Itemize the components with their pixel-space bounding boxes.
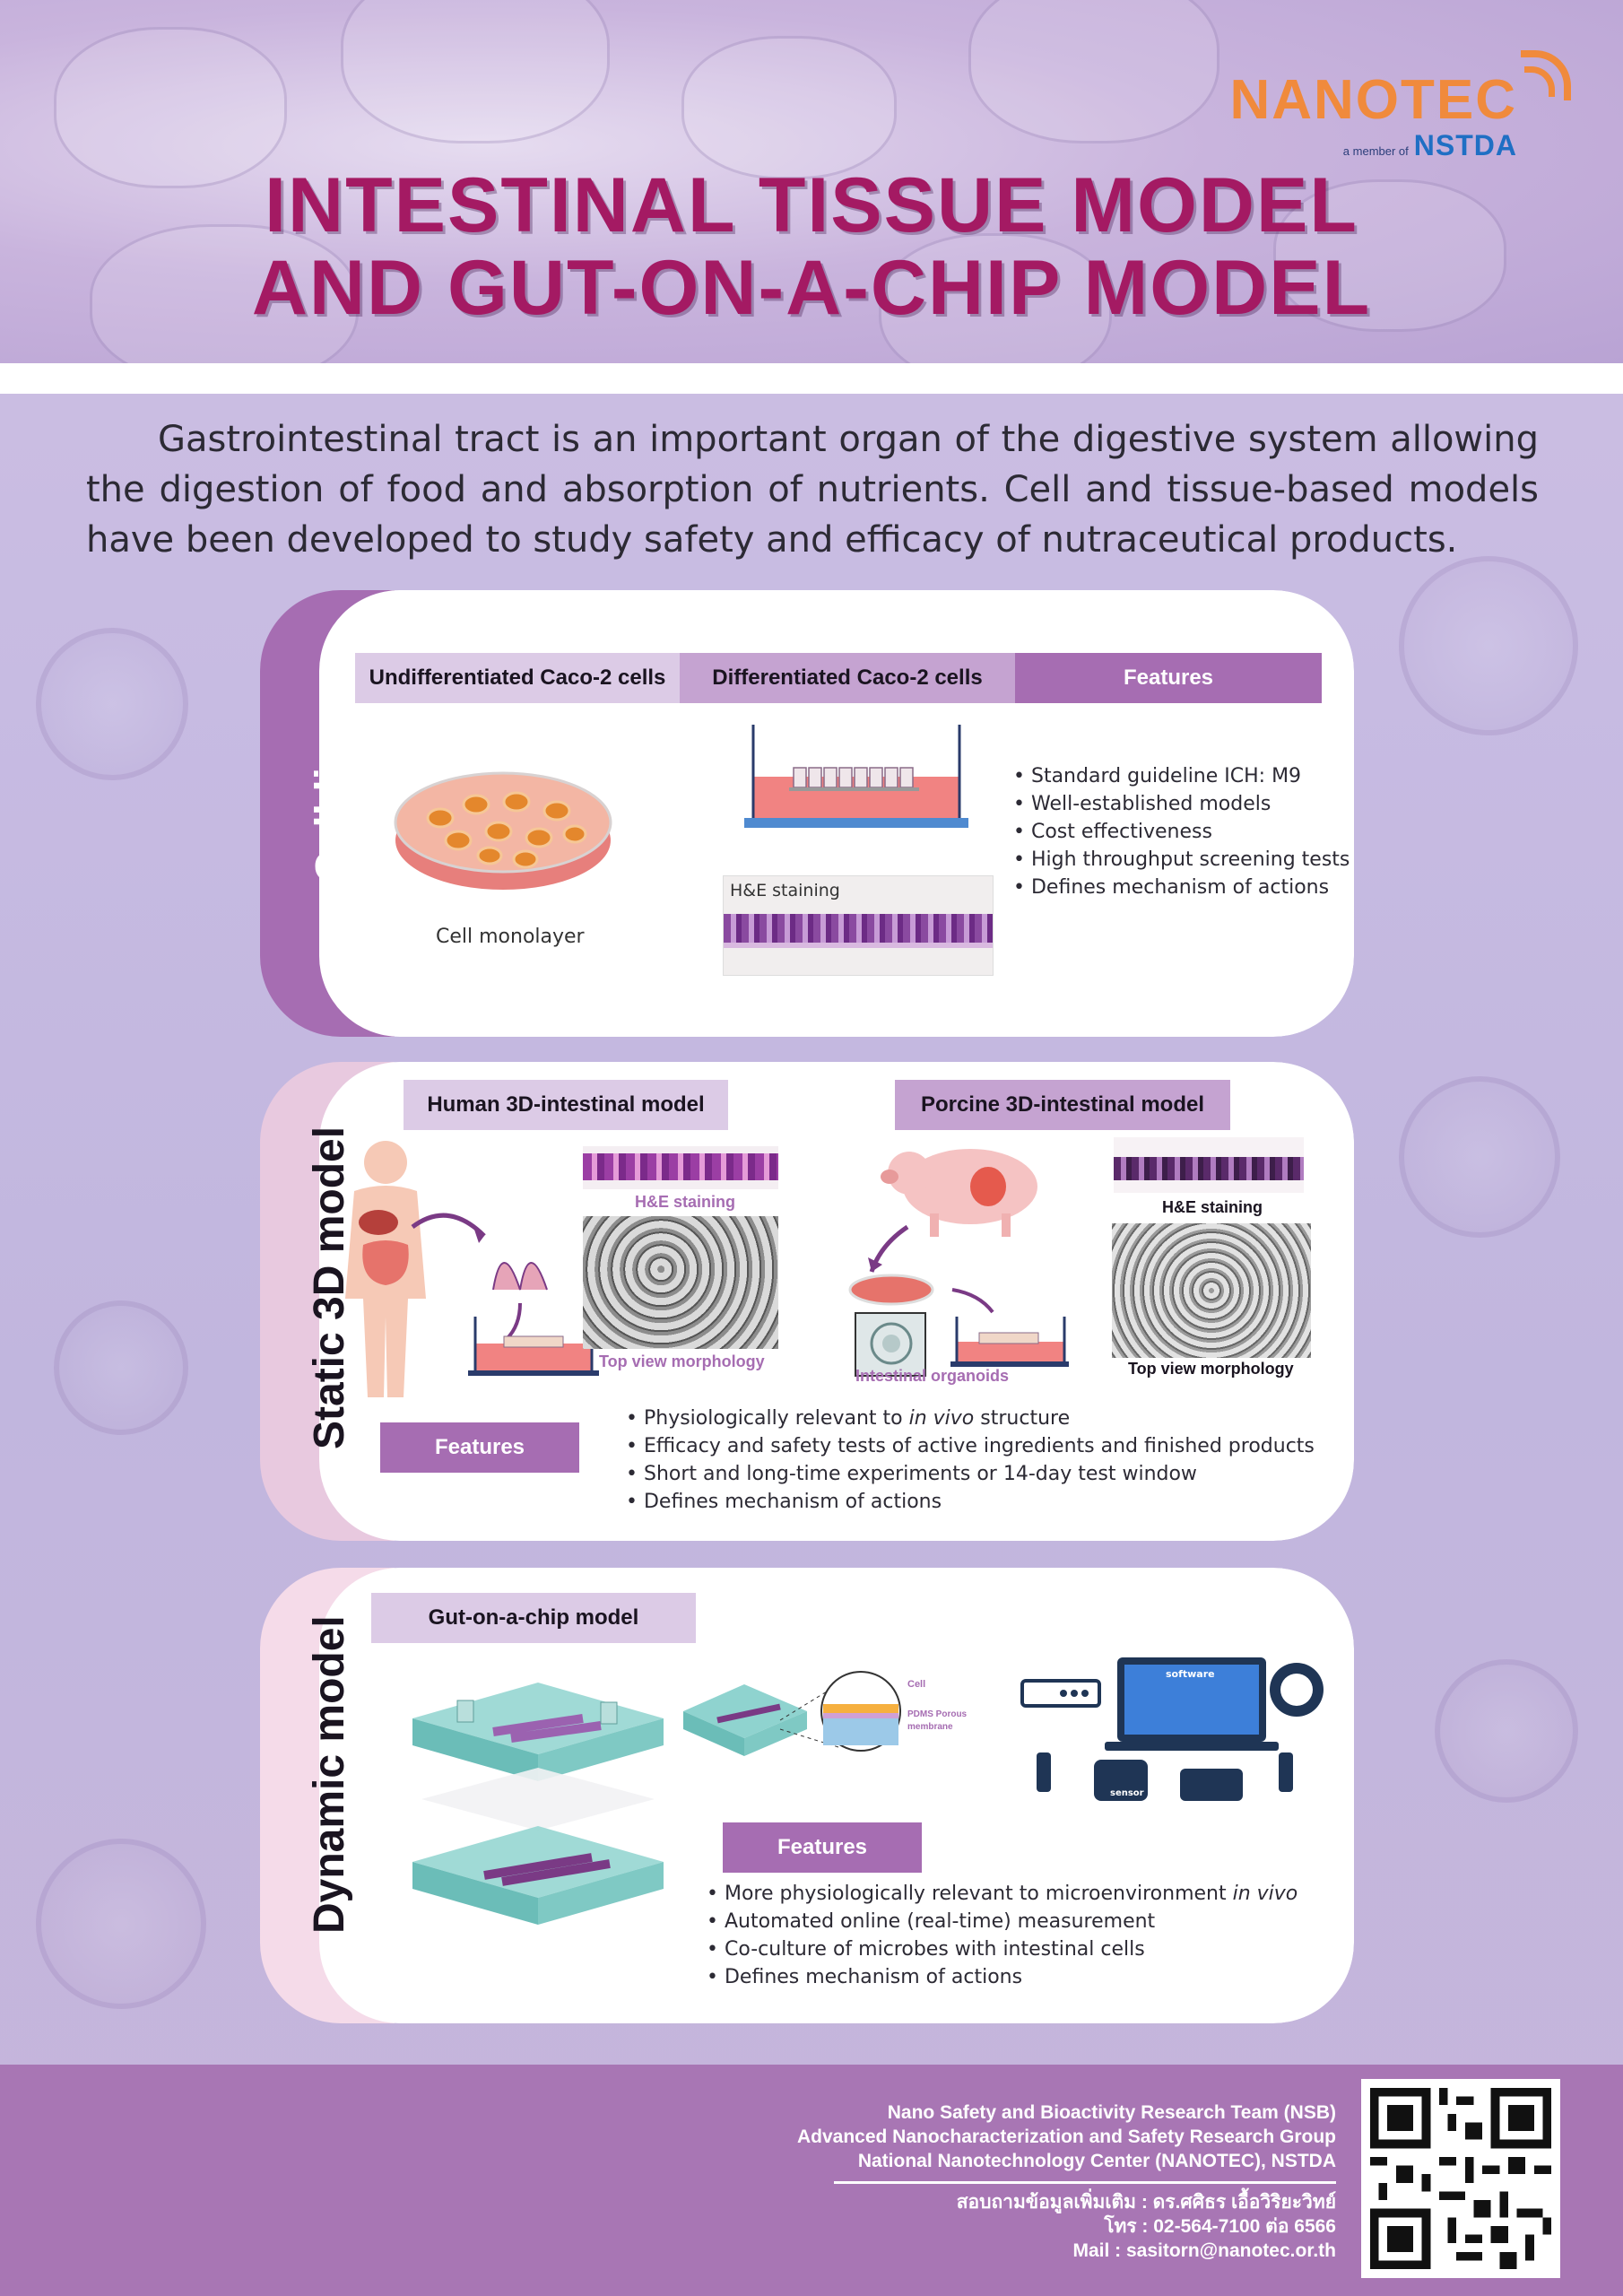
human-he-caption: H&E staining [635,1193,736,1211]
page-title-line1: INTESTINAL TISSUE MODEL [265,162,1358,248]
feature-item: Efficacy and safety tests of active ingr… [626,1432,1315,1460]
pig-illustration [848,1149,1069,1377]
differentiated-header: Differentiated Caco-2 cells [680,653,1015,703]
background-cell-texture [54,1300,188,1435]
divider-strip [0,363,1623,394]
footer-contact-block: สอบถามข้อมูลเพิ่มเติม : ดร.ศศิธร เอื้อวิ… [957,2190,1336,2263]
logo-brand: NANOTEC [1229,69,1517,131]
software-label: software [1166,1668,1215,1680]
feature-item: High throughput screening tests [1013,846,1350,874]
feature-item: Short and long-time experiments or 14-da… [626,1460,1315,1488]
static-3d-features: Physiologically relevant to in vivo stru… [626,1405,1315,1516]
footer [0,2065,1623,2296]
porcine-he-image [1114,1137,1304,1193]
footer-contact-line: สอบถามข้อมูลเพิ่มเติม : ดร.ศศิธร เอื้อวิ… [956,2192,1336,2213]
feature-item: Defines mechanism of actions [707,1963,1298,1991]
background-cell-texture [1399,556,1578,735]
petri-dish-illustration [394,771,612,890]
chip-zoom-illustration [683,1671,901,1756]
features-header: Features [1015,653,1322,703]
equipment-illustration [1020,1657,1324,1801]
human-top-view-caption: Top view morphology [599,1352,765,1370]
cell-line-panel: Cell line Undifferentiated Caco-2 cells … [260,590,1354,1037]
sensor-label: sensor [1110,1788,1144,1798]
gut-on-chip-header: Gut-on-a-chip model [371,1593,696,1643]
human-model-header: Human 3D-intestinal model [404,1080,728,1130]
chip-pdms-label: PDMS Porous [907,1709,968,1719]
footer-contact-line: โทร : 02-564-7100 ต่อ 6566 [1104,2216,1336,2237]
footer-org-line: Advanced Nanocharacterization and Safety… [796,2126,1336,2147]
dynamic-side-label: Dynamic model [306,1615,353,1934]
human-body-illustration [345,1141,599,1397]
chip-exploded-illustration [412,1683,664,1925]
feature-item: More physiologically relevant to microen… [707,1880,1298,1908]
feature-item: Defines mechanism of actions [626,1488,1315,1516]
human-top-view-image [583,1216,778,1349]
porcine-top-view-caption: Top view morphology [1128,1360,1294,1378]
feature-item: Standard guideline ICH: M9 [1013,762,1350,790]
background-cell-texture [36,1839,206,2009]
background-cell-texture [1435,1659,1578,1803]
qr-code-icon [1370,2088,1551,2269]
static-3d-panel: Static 3D model Human 3D-intestinal mode… [260,1062,1354,1541]
dynamic-panel: Dynamic model Gut-on-a-chip model [260,1568,1354,2023]
transwell-illustration [744,725,968,828]
feature-item: Physiologically relevant to in vivo stru… [626,1405,1315,1432]
background-cell-texture [1399,1076,1560,1238]
dynamic-features-header: Features [723,1822,922,1873]
cell-line-side-label: Cell line [308,717,355,883]
feature-item: Co-culture of microbes with intestinal c… [707,1935,1298,1963]
footer-contact-line: Mail : sasitorn@nanotec.or.th [1072,2240,1336,2261]
background-cell-texture [36,628,188,780]
human-he-image [583,1146,778,1189]
organoids-caption: Intestinal organoids [855,1367,1010,1385]
footer-divider [834,2181,1336,2184]
logo-arc-icon [1524,66,1555,97]
undifferentiated-header: Undifferentiated Caco-2 cells [355,653,680,703]
cell-line-features: Standard guideline ICH: M9 Well-establis… [1013,762,1350,901]
feature-item: Cost effectiveness [1013,818,1350,846]
feature-item: Defines mechanism of actions [1013,874,1350,901]
he-staining-image [723,875,994,976]
header-banner [0,0,1623,363]
footer-org-line: Nano Safety and Bioactivity Research Tea… [887,2102,1336,2123]
intro-paragraph: Gastrointestinal tract is an important o… [86,419,1539,561]
chip-cell-label: Cell [907,1679,926,1690]
static-features-header: Features [380,1422,579,1473]
dynamic-features: More physiologically relevant to microen… [707,1880,1298,1991]
page-title-line2: AND GUT-ON-A-CHIP MODEL [251,245,1372,331]
porcine-top-view-image [1112,1223,1311,1358]
feature-item: Well-established models [1013,790,1350,818]
feature-item: Automated online (real-time) measurement [707,1908,1298,1935]
porcine-he-caption: H&E staining [1162,1198,1263,1216]
porcine-model-header: Porcine 3D-intestinal model [895,1080,1230,1130]
monolayer-caption: Cell monolayer [436,926,585,948]
logo-arc-icon [1521,50,1571,100]
he-caption: H&E staining [730,881,840,900]
footer-org-block: Nano Safety and Bioactivity Research Tea… [797,2100,1336,2173]
footer-org-line: National Nanotechnology Center (NANOTEC)… [857,2151,1336,2171]
qr-code[interactable] [1361,2079,1560,2278]
chip-membrane-label: membrane [907,1722,953,1732]
